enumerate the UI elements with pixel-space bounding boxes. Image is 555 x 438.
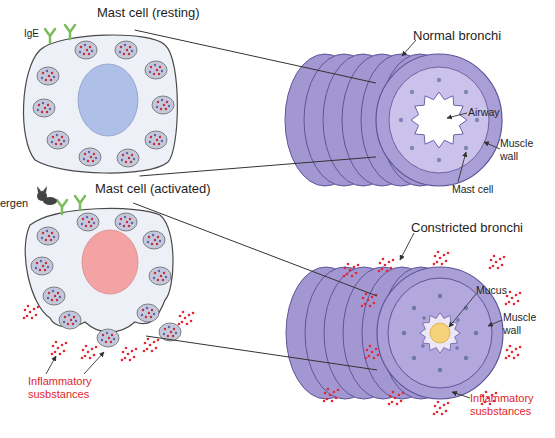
mast-cell-dots (402, 294, 478, 372)
granule (145, 61, 167, 79)
released-granule (159, 323, 181, 341)
heading: Constricted bronchi (411, 221, 523, 234)
cell-membrane (25, 208, 173, 332)
allergen-label: ergen (0, 197, 28, 210)
inflammatory-dots (361, 293, 378, 308)
zoom-connector (133, 203, 377, 296)
granule (117, 149, 139, 167)
inflammatory-dots (23, 305, 40, 320)
part-label: Mucus (476, 284, 507, 297)
granule (77, 213, 99, 231)
part-label: Muscle wall (500, 137, 542, 162)
released-substances (23, 305, 195, 362)
granule (115, 213, 137, 231)
inflammatory-dots (323, 388, 340, 403)
cat-body (43, 197, 57, 205)
leader-line (458, 152, 466, 182)
leader-line (452, 392, 470, 398)
leader-line (484, 142, 500, 149)
granule (75, 41, 97, 59)
granules (33, 41, 174, 167)
leader-lines (46, 40, 502, 398)
granule (43, 287, 65, 305)
ige-antibody (75, 196, 85, 210)
cat-ears (37, 186, 47, 193)
heading: Mast cell (resting) (97, 6, 200, 19)
part-label: Airway (468, 106, 500, 119)
inflammatory-dots (81, 345, 98, 360)
inflammatory-dots (433, 251, 450, 266)
cat-head (37, 191, 47, 201)
inflammatory-dots-around-bronchi (323, 251, 522, 416)
inflammatory-dots (433, 401, 450, 416)
ige-antibody (65, 25, 75, 39)
granule (37, 227, 59, 245)
granule (59, 311, 81, 329)
node-outline-layer (18, 203, 178, 336)
inflammatory-dots (121, 347, 138, 362)
cell-membrane (24, 35, 178, 173)
leader-line (447, 113, 467, 118)
heading: Mast cell (activated) (95, 182, 211, 195)
mucus (430, 323, 450, 343)
granule (115, 41, 137, 59)
ige-antibody (45, 29, 55, 43)
muscle-wall (389, 67, 489, 173)
granule (145, 131, 167, 149)
mast-cell: Mast cell (resting) (18, 30, 180, 176)
inflammatory-dots (143, 338, 160, 353)
nucleus (82, 230, 138, 294)
inflammatory-dots (505, 345, 522, 360)
zoom-connector (146, 336, 377, 370)
leader-line (46, 356, 56, 374)
granule (137, 304, 159, 322)
inflammatory-dots (505, 291, 522, 306)
granule (37, 67, 59, 85)
granules (31, 213, 181, 347)
granule (31, 257, 53, 275)
inflammatory-dots (51, 341, 68, 356)
inflammatory-dots (343, 263, 360, 278)
leader-line (488, 320, 502, 326)
granule (143, 231, 165, 249)
inflammatory-dots (378, 258, 395, 273)
inflammatory-dots (388, 391, 405, 406)
granule (149, 267, 171, 285)
bronchi-cross-section: Normal bronchi (376, 54, 502, 186)
bronchi-wall (376, 54, 502, 186)
ige-antibodies (57, 196, 85, 214)
node-outline-layer (376, 54, 502, 186)
granule (33, 99, 55, 117)
inflammatory-dots (178, 311, 195, 326)
antibody-label: IgE (24, 28, 39, 40)
zoom-connector (140, 157, 377, 176)
nucleus (78, 64, 138, 136)
mast-cell-dots (399, 78, 479, 162)
inflammatory-dots (489, 255, 506, 270)
airway-lumen (420, 313, 460, 353)
substance-label: Inflammatory susbstances (28, 375, 108, 401)
airway-lumen (411, 92, 467, 148)
granule (152, 96, 174, 114)
ige-antibody (57, 200, 67, 214)
granule (79, 148, 101, 166)
leader-line (84, 352, 104, 374)
part-label: Muscle wall (503, 311, 545, 336)
substance-label: Inflammatory susbstances (470, 392, 550, 418)
leader-line (402, 40, 416, 56)
zoom-connector (135, 30, 376, 83)
part-label: Mast cell (452, 183, 493, 196)
ige-antibodies (45, 25, 75, 43)
node-outline-layer (18, 30, 180, 176)
released-granule (97, 329, 119, 347)
mast-cell: Mast cell (activated) (18, 203, 178, 336)
granule (47, 131, 69, 149)
allergen-cat (37, 186, 57, 205)
heading: Normal bronchi (413, 29, 501, 42)
leader-line (449, 294, 476, 327)
leader-line (400, 233, 414, 260)
